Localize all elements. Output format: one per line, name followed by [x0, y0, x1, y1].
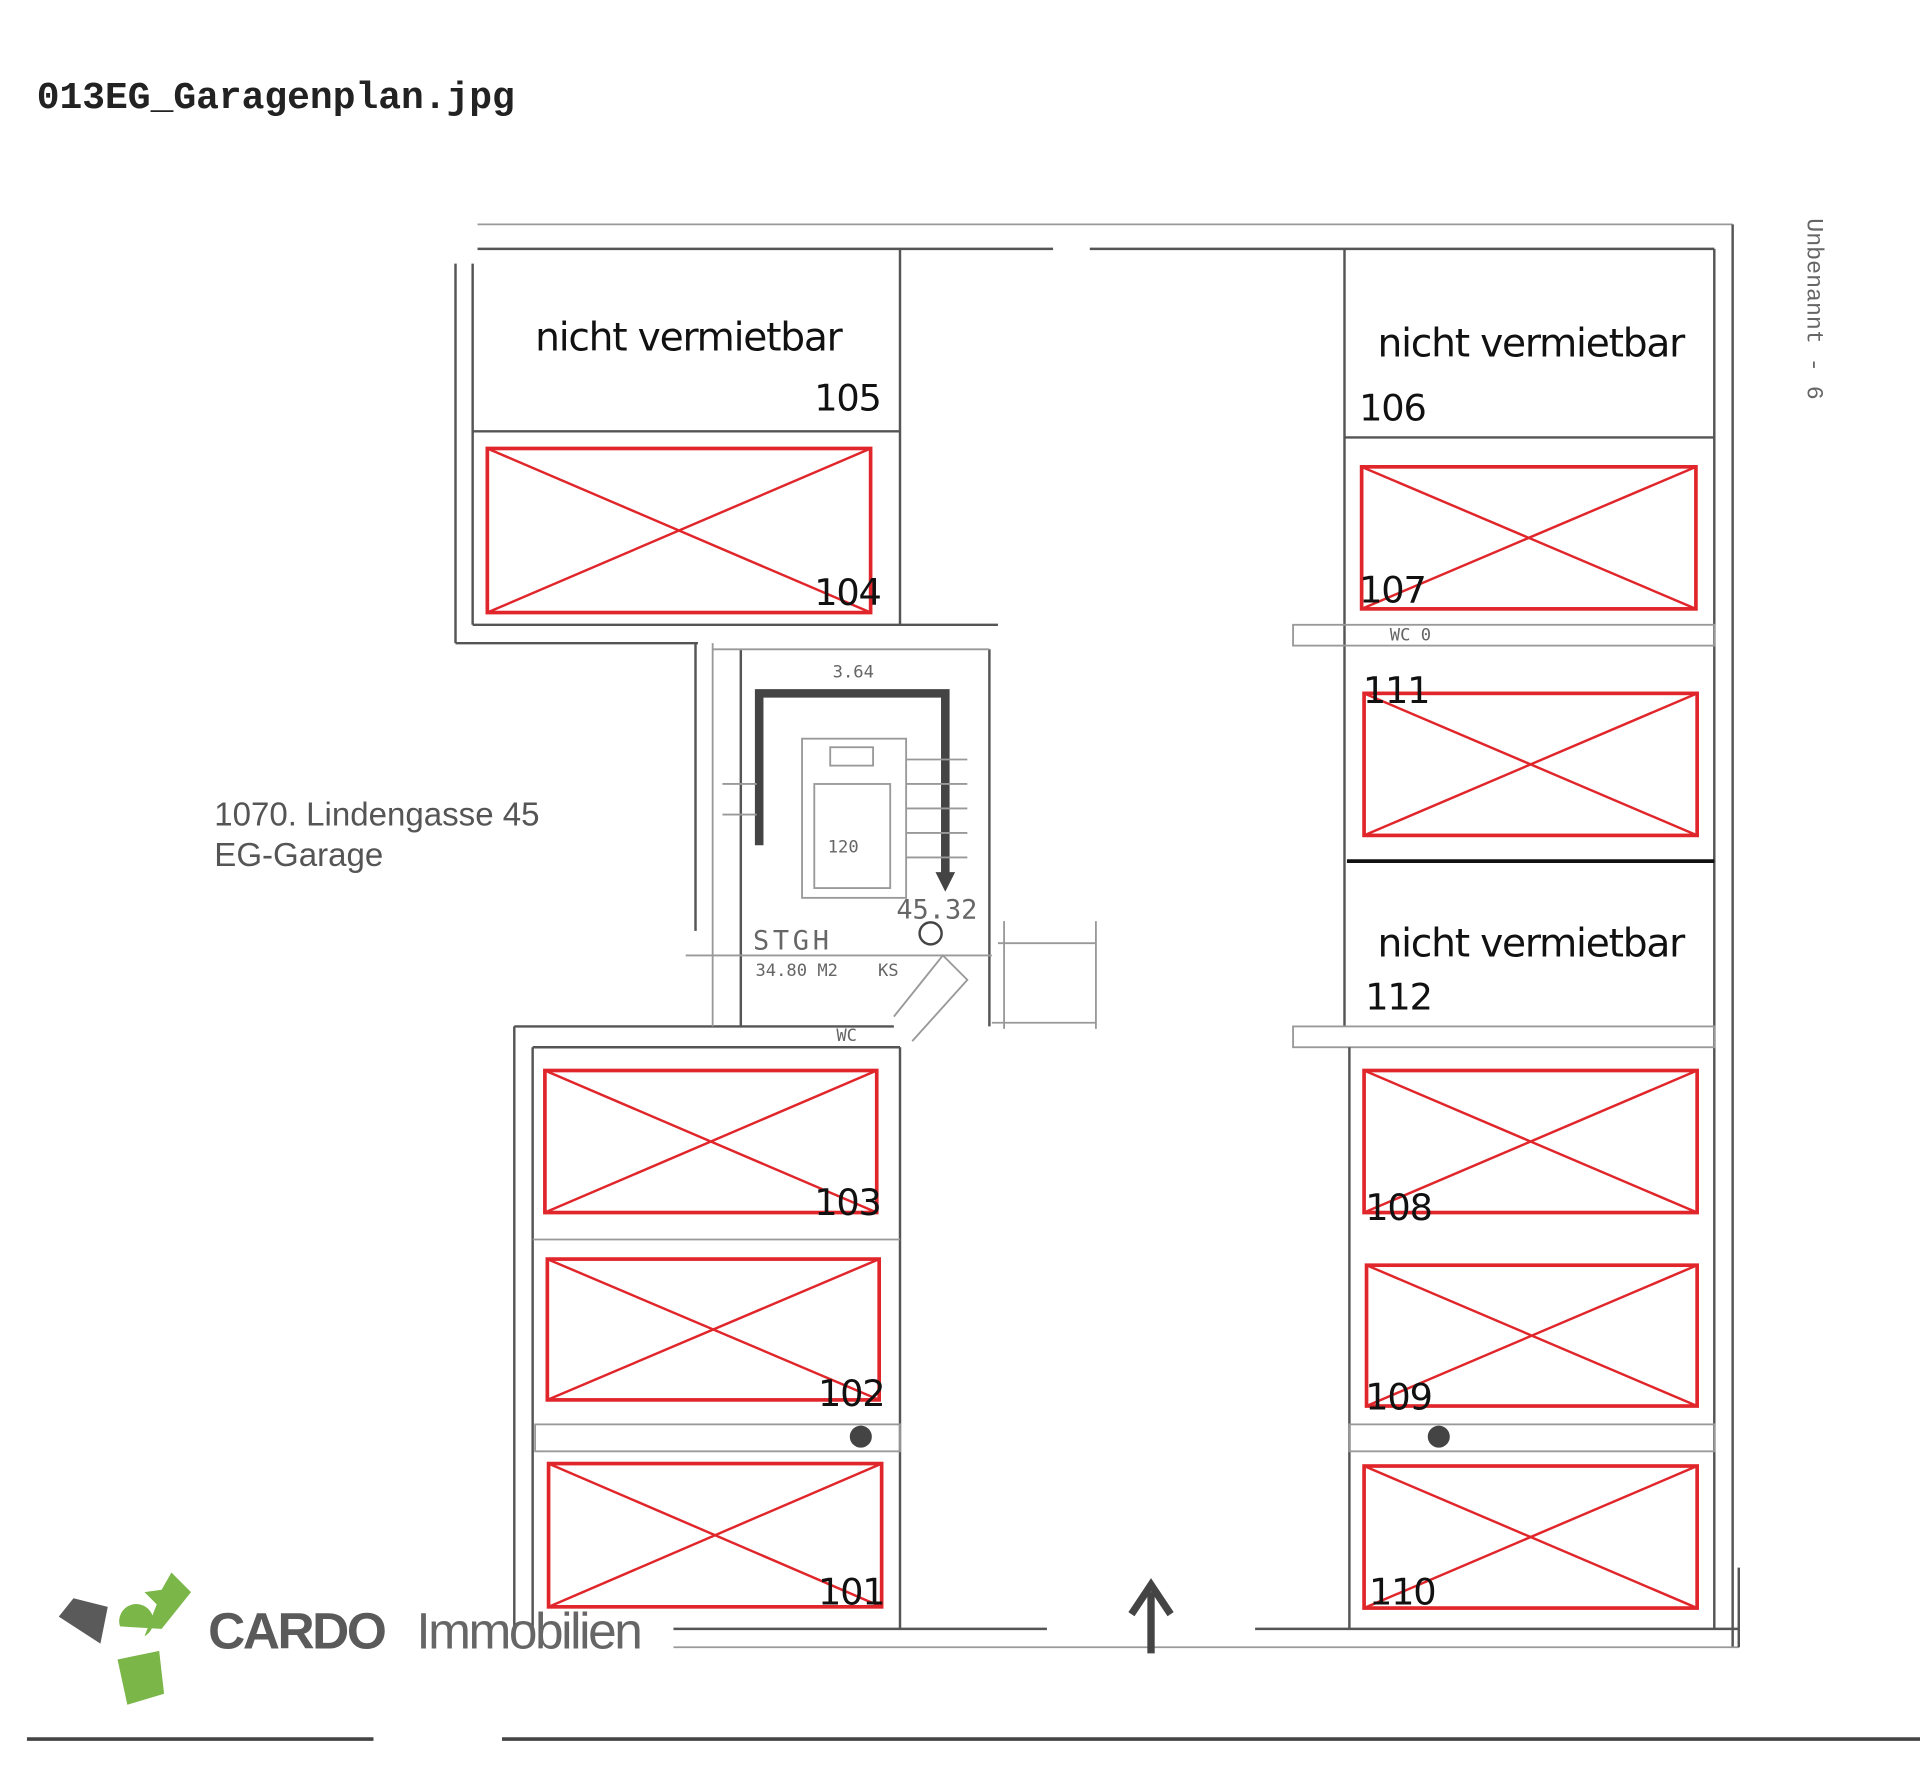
- space-105: 105: [814, 377, 880, 420]
- not-rentable-label-112: nicht vermietbar: [1378, 922, 1687, 967]
- marked-spaces: [485, 446, 1699, 1610]
- space-104-mark: [485, 446, 873, 615]
- space-labels: nicht vermietbar nicht vermietbar nicht …: [535, 316, 1687, 1614]
- space-101: 101: [818, 1570, 884, 1613]
- space-109: 109: [1365, 1376, 1431, 1419]
- stair-label: STGH: [753, 925, 833, 956]
- space-101-mark: [546, 1461, 884, 1609]
- space-110: 110: [1369, 1570, 1435, 1613]
- file-title: 013EG_Garagenplan.jpg: [37, 77, 515, 120]
- side-label: Unbenannt - 6: [1800, 218, 1826, 399]
- cardo-logo: CARDO Immobilien: [58, 1572, 643, 1705]
- space-110-mark: [1362, 1464, 1699, 1610]
- logo-brand-light: Immobilien: [416, 1601, 640, 1659]
- walls: [454, 223, 1740, 1649]
- space-112: 112: [1365, 975, 1431, 1018]
- not-rentable-label-105: nicht vermietbar: [535, 316, 844, 361]
- space-111-mark: [1362, 691, 1699, 838]
- space-111: 111: [1363, 669, 1429, 712]
- stairwell: 3.64 120 45.32 STGH 34.80 M2 KS WC WC 0: [685, 626, 1431, 1046]
- wc-top-label: WC 0: [1390, 626, 1431, 646]
- space-109-mark: [1364, 1263, 1699, 1408]
- space-103: 103: [814, 1181, 880, 1224]
- address-line-1: 1070. Lindengasse 45: [214, 797, 539, 834]
- space-107: 107: [1359, 569, 1425, 612]
- logo-brand-bold: CARDO: [208, 1601, 385, 1659]
- stair-area: 34.80 M2: [756, 961, 838, 981]
- space-108-mark: [1362, 1068, 1699, 1215]
- space-104: 104: [814, 571, 880, 614]
- stair-dim-width: 3.64: [833, 662, 874, 682]
- not-rentable-label-106: nicht vermietbar: [1378, 322, 1687, 367]
- space-103-mark: [543, 1068, 879, 1215]
- space-102: 102: [818, 1372, 884, 1415]
- stair-ks: KS: [878, 961, 899, 981]
- wc-bottom-label: WC: [836, 1026, 857, 1046]
- stair-height: 45.32: [896, 895, 977, 926]
- space-102-mark: [545, 1257, 882, 1402]
- space-108: 108: [1365, 1186, 1431, 1229]
- entrance-arrow-icon: [1128, 1578, 1174, 1654]
- stair-dim-120: 120: [828, 838, 859, 858]
- space-107-mark: [1359, 465, 1698, 611]
- address-line-2: EG-Garage: [214, 837, 383, 874]
- space-106: 106: [1359, 386, 1425, 429]
